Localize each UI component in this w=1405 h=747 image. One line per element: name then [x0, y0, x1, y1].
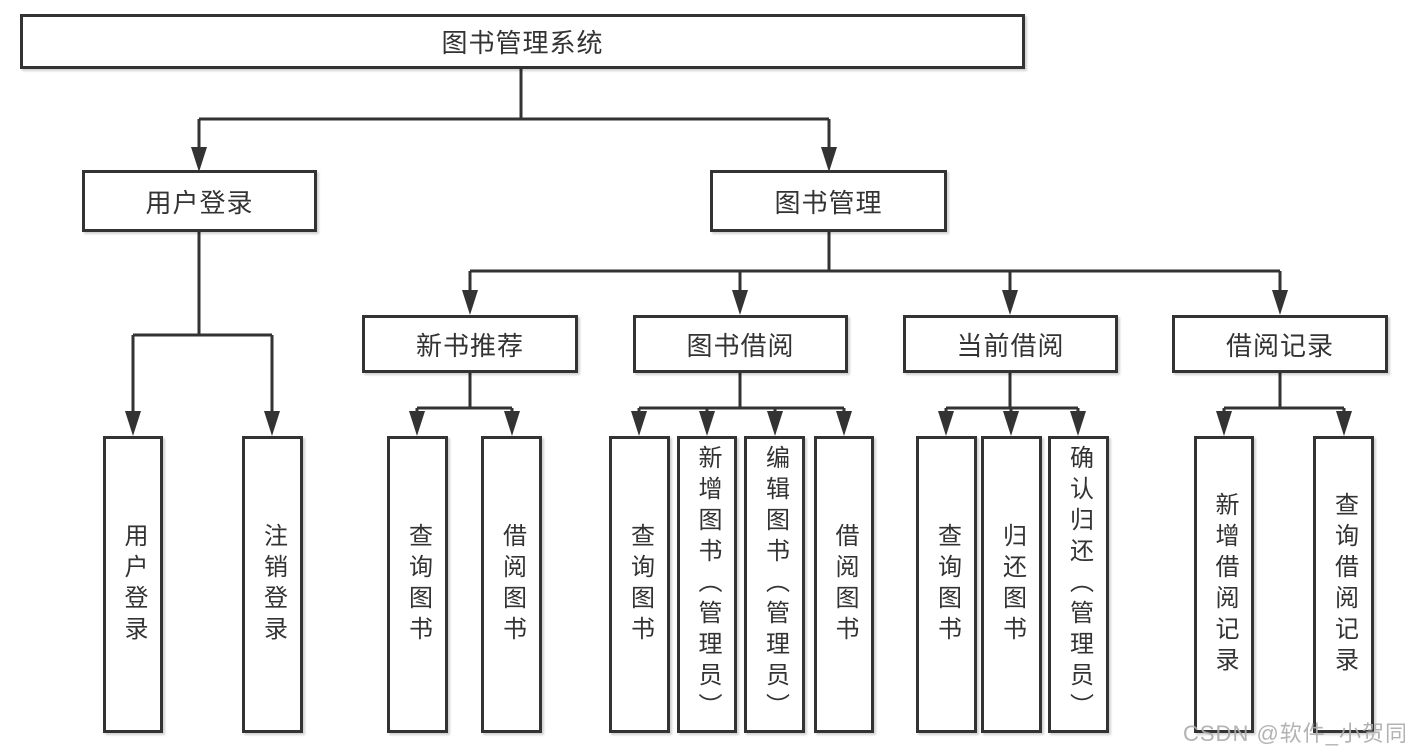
leaf-logout-label: 注销登录 [259, 522, 287, 647]
node-borrow-records: 借阅记录 [1172, 315, 1388, 373]
connector-book-borrow-to-leaves [631, 373, 852, 436]
node-user-login-label: 用户登录 [145, 187, 254, 218]
leaf-add-borrow-record-label: 新增借阅记录 [1211, 491, 1238, 678]
leaf-add-book-admin-label: 新增图书（管理员） [694, 445, 721, 724]
leaf-add-borrow-record: 新增借阅记录 [1194, 436, 1254, 733]
leaf-edit-book-admin-label: 编辑图书（管理员） [761, 445, 789, 724]
node-root-label: 图书管理系统 [441, 28, 604, 58]
leaf-search-books-borrow: 查询图书 [609, 436, 670, 733]
node-book-borrow-label: 图书借阅 [686, 330, 795, 361]
leaf-edit-book-admin: 编辑图书（管理员） [744, 436, 805, 733]
leaf-return-book-label: 归还图书 [998, 522, 1026, 647]
connector-book-management-to-level3 [462, 232, 1288, 315]
leaf-user-login-label: 用户登录 [120, 522, 147, 647]
leaf-return-book: 归还图书 [981, 436, 1042, 733]
node-book-management-label: 图书管理 [774, 187, 883, 218]
leaf-borrow-books-borrow: 借阅图书 [814, 436, 874, 733]
leaf-add-book-admin: 新增图书（管理员） [677, 436, 737, 733]
leaf-search-borrow-record: 查询借阅记录 [1313, 436, 1374, 733]
leaf-borrow-books-borrow-label: 借阅图书 [831, 522, 858, 647]
node-root-system: 图书管理系统 [20, 14, 1025, 69]
connector-new-book-recommend-to-leaves [409, 373, 520, 436]
connector-root-to-level2 [191, 69, 837, 172]
node-current-borrow-label: 当前借阅 [956, 330, 1065, 361]
node-current-borrow: 当前借阅 [903, 315, 1118, 373]
leaf-search-books-recommend-label: 查询图书 [404, 522, 432, 647]
leaf-confirm-return-admin-label: 确认归还（管理员） [1065, 445, 1093, 724]
leaf-borrow-books-recommend-label: 借阅图书 [498, 522, 526, 647]
connector-current-borrow-to-leaves [938, 373, 1086, 436]
connector-user-login-to-leaves [125, 232, 280, 436]
watermark: CSDN @软件_小贺同学 [1183, 721, 1405, 746]
node-new-book-recommend-label: 新书推荐 [415, 330, 524, 361]
leaf-confirm-return-admin: 确认归还（管理员） [1048, 436, 1109, 733]
leaf-logout: 注销登录 [242, 436, 303, 733]
leaf-search-books-borrow-label: 查询图书 [626, 522, 654, 647]
node-book-borrow: 图书借阅 [633, 315, 848, 373]
leaf-search-books-current-label: 查询图书 [933, 522, 961, 647]
leaf-search-borrow-record-label: 查询借阅记录 [1330, 491, 1358, 678]
leaf-search-books-recommend: 查询图书 [387, 436, 448, 733]
node-borrow-records-label: 借阅记录 [1225, 330, 1334, 361]
leaf-user-login: 用户登录 [103, 436, 163, 733]
connector-borrow-records-to-leaves [1216, 373, 1352, 436]
leaf-search-books-current: 查询图书 [916, 436, 977, 733]
leaf-borrow-books-recommend: 借阅图书 [481, 436, 542, 733]
node-new-book-recommend: 新书推荐 [362, 315, 578, 373]
node-user-login: 用户登录 [82, 170, 317, 232]
node-book-management: 图书管理 [710, 170, 947, 232]
